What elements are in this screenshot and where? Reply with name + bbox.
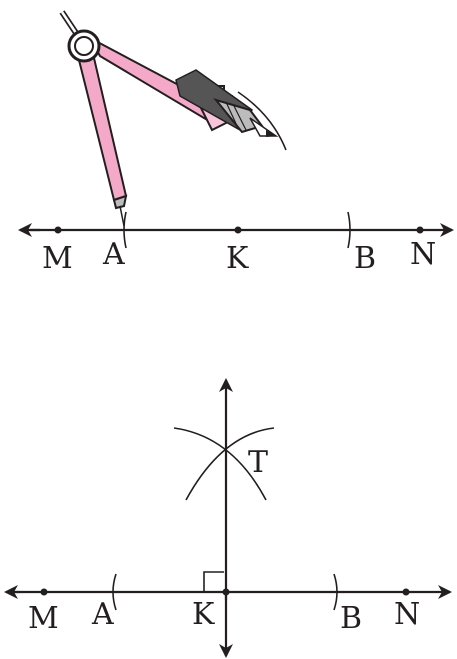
bottom-point-n [402, 588, 410, 596]
bottom-label-b: B [340, 601, 362, 636]
top-arc-b [347, 211, 351, 249]
compass-needle-leg [76, 54, 128, 202]
bottom-label-a: A [91, 597, 114, 632]
bottom-point-k [222, 588, 230, 596]
compass-pencil-arc [237, 91, 287, 151]
bottom-arc-b [333, 573, 338, 611]
top-arc-a [123, 211, 127, 249]
bottom-figure: M A K B N T [4, 378, 452, 658]
top-label-b: B [354, 241, 376, 276]
compass-icon [59, 10, 287, 227]
top-point-n [416, 226, 424, 234]
right-angle-mark [203, 571, 224, 592]
bottom-label-n: N [394, 597, 420, 632]
top-point-k [234, 226, 242, 234]
bottom-label-m: M [28, 601, 59, 636]
intersect-arc-2 [185, 427, 275, 501]
top-point-m [54, 226, 62, 234]
top-label-a: A [102, 237, 125, 272]
top-label-k: K [226, 241, 249, 276]
bottom-arc-a [112, 573, 117, 611]
top-label-m: M [42, 241, 73, 276]
top-label-n: N [410, 237, 436, 272]
bottom-label-k: K [192, 597, 215, 632]
bottom-label-t: T [248, 445, 268, 480]
top-figure: M A K B N [18, 10, 454, 276]
bottom-point-m [40, 588, 48, 596]
compass-needle [119, 205, 125, 227]
